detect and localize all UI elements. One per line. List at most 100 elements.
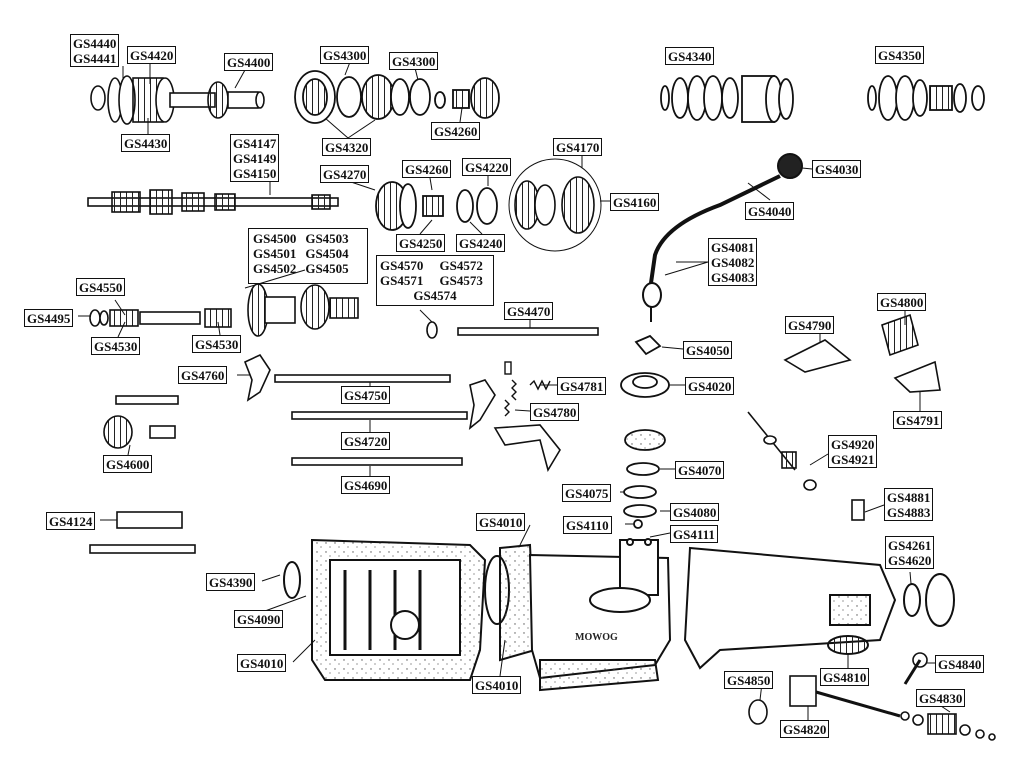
- leader-lines: [78, 61, 951, 720]
- label-gs4070: GS4070: [675, 461, 725, 479]
- label-text: GS4920: [831, 437, 875, 452]
- label-gs4260-a: GS4260: [431, 122, 481, 140]
- label-gs4830: GS4830: [916, 689, 966, 707]
- label-text: GS4883: [887, 505, 931, 520]
- label-text: GS4081: [711, 240, 755, 255]
- label-text: GS4504: [305, 246, 349, 261]
- label-gs4720: GS4720: [341, 432, 391, 450]
- label-gs4320: GS4320: [322, 138, 372, 156]
- label-gs4300-b: GS4300: [389, 52, 439, 70]
- label-text: GS4573: [439, 273, 483, 288]
- layshaft-sketch: [87, 189, 339, 215]
- label-text: GS4570: [380, 258, 424, 273]
- label-gs4570-group: GS4570 GS4572 GS4571 GS4573 GS4574: [376, 255, 494, 306]
- label-gs4147-gs4149-gs4150: GS4147 GS4149 GS4150: [230, 134, 280, 182]
- label-gs4820: GS4820: [780, 720, 830, 738]
- label-gs4030: GS4030: [812, 160, 862, 178]
- label-text: GS4571: [380, 273, 424, 288]
- label-gs4781: GS4781: [557, 377, 607, 395]
- label-text: GS4502: [253, 261, 297, 276]
- selector-rods-sketch: [89, 353, 561, 554]
- brackets-sketch: [783, 313, 941, 393]
- label-gs4400: GS4400: [224, 53, 274, 71]
- rear-small-parts-sketch: [748, 652, 996, 741]
- label-gs4010-bottom: GS4010: [472, 676, 522, 694]
- label-gs4081-gs4082-gs4083: GS4081 GS4082 GS4083: [708, 238, 758, 286]
- label-gs4881-gs4883: GS4881 GS4883: [884, 488, 934, 521]
- label-gs4430: GS4430: [121, 134, 171, 152]
- label-gs4495: GS4495: [24, 309, 74, 327]
- label-text: GS4503: [305, 231, 349, 246]
- mainshaft-assembly-sketch: [90, 75, 265, 125]
- label-gs4850: GS4850: [724, 671, 774, 689]
- label-text: GS4572: [439, 258, 483, 273]
- label-gs4470: GS4470: [504, 302, 554, 320]
- label-gs4250: GS4250: [396, 234, 446, 252]
- label-gs4124: GS4124: [46, 512, 96, 530]
- label-text: GS4147: [233, 136, 277, 151]
- label-gs4111: GS4111: [670, 525, 718, 543]
- label-text: GS4150: [233, 166, 277, 181]
- label-text: GS4261: [888, 538, 932, 553]
- label-gs4340: GS4340: [665, 47, 715, 65]
- label-gs4750: GS4750: [341, 386, 391, 404]
- label-gs4690: GS4690: [341, 476, 391, 494]
- label-gs4350: GS4350: [875, 46, 925, 64]
- label-text: GS4620: [888, 553, 932, 568]
- second-gear-group-sketch: [375, 181, 498, 231]
- label-gs4050: GS4050: [683, 341, 733, 359]
- label-gs4810: GS4810: [820, 668, 870, 686]
- label-gs4440-gs4441: GS4440 GS4441: [70, 34, 120, 67]
- label-gs4791: GS4791: [893, 411, 943, 429]
- label-text: GS4505: [305, 261, 349, 276]
- label-gs4390: GS4390: [206, 573, 256, 591]
- label-gs4800: GS4800: [877, 293, 927, 311]
- label-gs4600: GS4600: [103, 455, 153, 473]
- synchro-hubs-sketch: [294, 70, 500, 124]
- top-cover-sketch: [528, 538, 672, 692]
- label-gs4090: GS4090: [234, 610, 284, 628]
- main-casing-sketch: [283, 538, 537, 681]
- label-gs4260-b: GS4260: [402, 160, 452, 178]
- label-text: GS4441: [73, 51, 117, 66]
- gs4340-kit-sketch: [660, 75, 794, 123]
- label-gs4010-top: GS4010: [476, 513, 526, 531]
- label-gs4920-gs4921: GS4920 GS4921: [828, 435, 878, 468]
- label-gs4780: GS4780: [530, 403, 580, 421]
- lever-housing-sketch: [620, 334, 670, 529]
- label-gs4270: GS4270: [320, 165, 370, 183]
- springs-sketch: [504, 361, 551, 417]
- label-gs4040: GS4040: [745, 202, 795, 220]
- label-text: GS4574: [413, 288, 457, 303]
- label-gs4160: GS4160: [610, 193, 660, 211]
- label-gs4020: GS4020: [685, 377, 735, 395]
- label-gs4760: GS4760: [178, 366, 228, 384]
- gs4350-kit-sketch: [867, 75, 985, 121]
- label-text: GS4082: [711, 255, 755, 270]
- label-text: GS4921: [831, 452, 875, 467]
- label-text: GS4500: [253, 231, 297, 246]
- label-gs4080: GS4080: [670, 503, 720, 521]
- label-gs4010-left: GS4010: [237, 654, 287, 672]
- small-shafts-sketch: [89, 308, 599, 339]
- label-gs4240: GS4240: [456, 234, 506, 252]
- label-gs4110: GS4110: [563, 516, 612, 534]
- label-text: GS4501: [253, 246, 297, 261]
- label-gs4790: GS4790: [785, 316, 835, 334]
- label-gs4500-group-frame: [248, 228, 368, 284]
- label-gs4500-group: GS4500 GS4503 GS4501 GS4504 GS4502 GS450…: [251, 230, 351, 276]
- label-gs4550: GS4550: [76, 278, 126, 296]
- label-gs4300-a: GS4300: [320, 46, 370, 64]
- speedo-drive-sketch: [747, 411, 865, 521]
- label-text: GS4440: [73, 36, 117, 51]
- rear-extension-sketch: [683, 546, 955, 670]
- label-gs4570-grid: GS4570 GS4572 GS4571 GS4573: [380, 258, 490, 288]
- label-gs4075: GS4075: [562, 484, 612, 502]
- label-gs4261-gs4620: GS4261 GS4620: [885, 536, 935, 569]
- gear-lever-sketch: [642, 153, 803, 322]
- label-text: GS4149: [233, 151, 277, 166]
- label-gs4530-a: GS4530: [91, 337, 141, 355]
- reverse-gear-sketch: [247, 283, 359, 337]
